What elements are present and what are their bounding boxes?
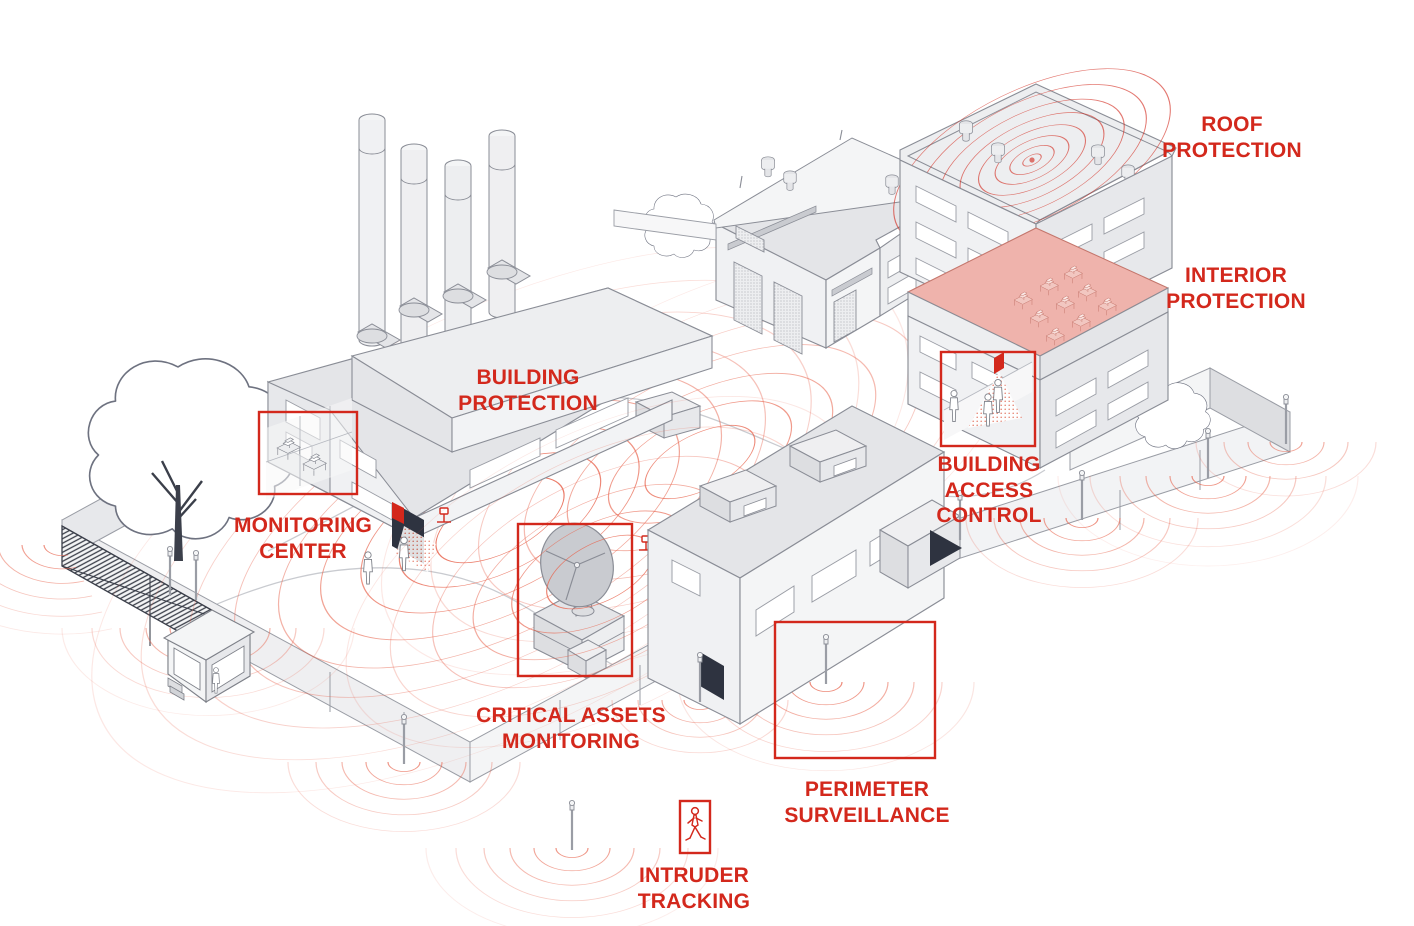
warehouse-building	[646, 405, 962, 726]
monitoring-center-interior	[265, 398, 353, 500]
callout-box-intruder-tracking	[678, 799, 712, 855]
critical-asset-satellite	[532, 522, 626, 679]
entrance-door-left	[363, 502, 436, 585]
callout-boxes	[257, 350, 1037, 855]
callout-box-building-access-control	[939, 350, 1037, 448]
intruder-figure	[685, 806, 706, 841]
louvered-plant-building	[613, 129, 961, 355]
building-access-control-scene	[943, 352, 1033, 440]
tree-large	[87, 358, 295, 561]
callout-box-monitoring-center	[257, 410, 359, 496]
callout-box-critical-assets	[516, 522, 634, 678]
callout-box-perimeter-surveillance	[773, 620, 937, 760]
gatehouse	[162, 545, 256, 704]
